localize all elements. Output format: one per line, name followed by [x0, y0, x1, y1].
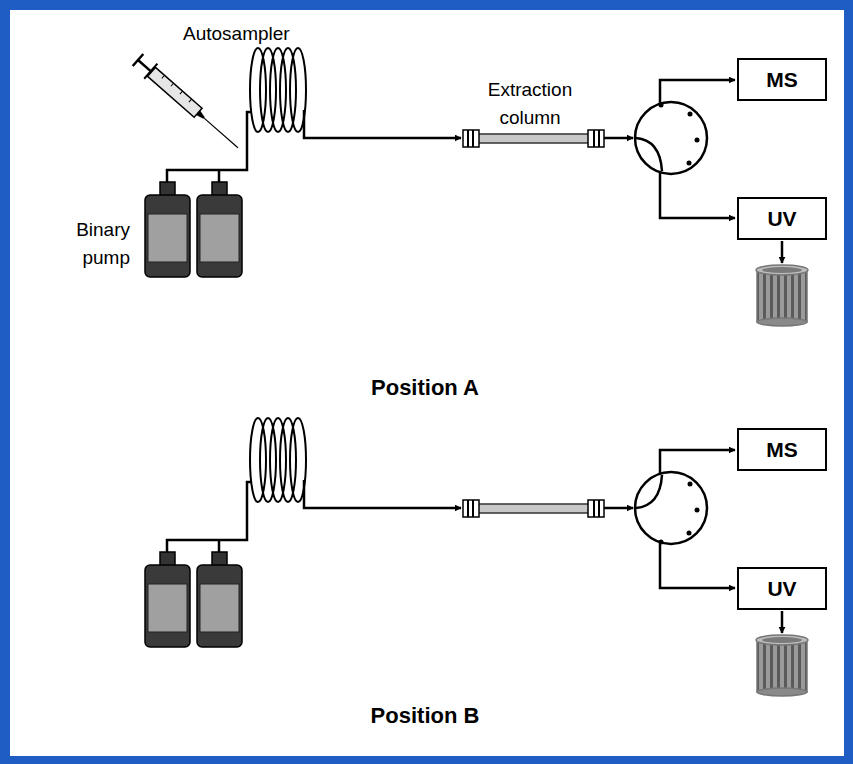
valve-channel [636, 138, 662, 171]
panel-title: Position A [300, 374, 550, 402]
node-label: MS [766, 68, 798, 92]
syringe [131, 52, 244, 155]
component-label: Autosampler [183, 20, 290, 48]
node-label: UV [767, 207, 796, 231]
syringe [189, 99, 192, 102]
detector-box: MS [737, 428, 827, 471]
syringe [148, 67, 202, 117]
component-label: Extraction column [470, 76, 590, 132]
syringe [144, 64, 157, 79]
syringe [162, 75, 165, 78]
setup-position-b [145, 418, 808, 696]
valve-channel [636, 475, 662, 508]
syringe [180, 91, 183, 94]
node-label: UV [767, 577, 796, 601]
node-label: MS [766, 438, 798, 462]
syringe [171, 83, 174, 86]
detector-box: UV [737, 197, 827, 240]
panel-title: Position B [300, 702, 550, 730]
page-ground [10, 10, 844, 756]
syringe [204, 118, 238, 148]
detector-box: MS [737, 58, 827, 101]
syringe [138, 60, 152, 72]
component-label: Binary pump [30, 216, 130, 272]
valve-port [659, 103, 664, 108]
valve-port [659, 540, 664, 545]
setup-position-a [145, 48, 808, 326]
detector-box: UV [737, 567, 827, 610]
